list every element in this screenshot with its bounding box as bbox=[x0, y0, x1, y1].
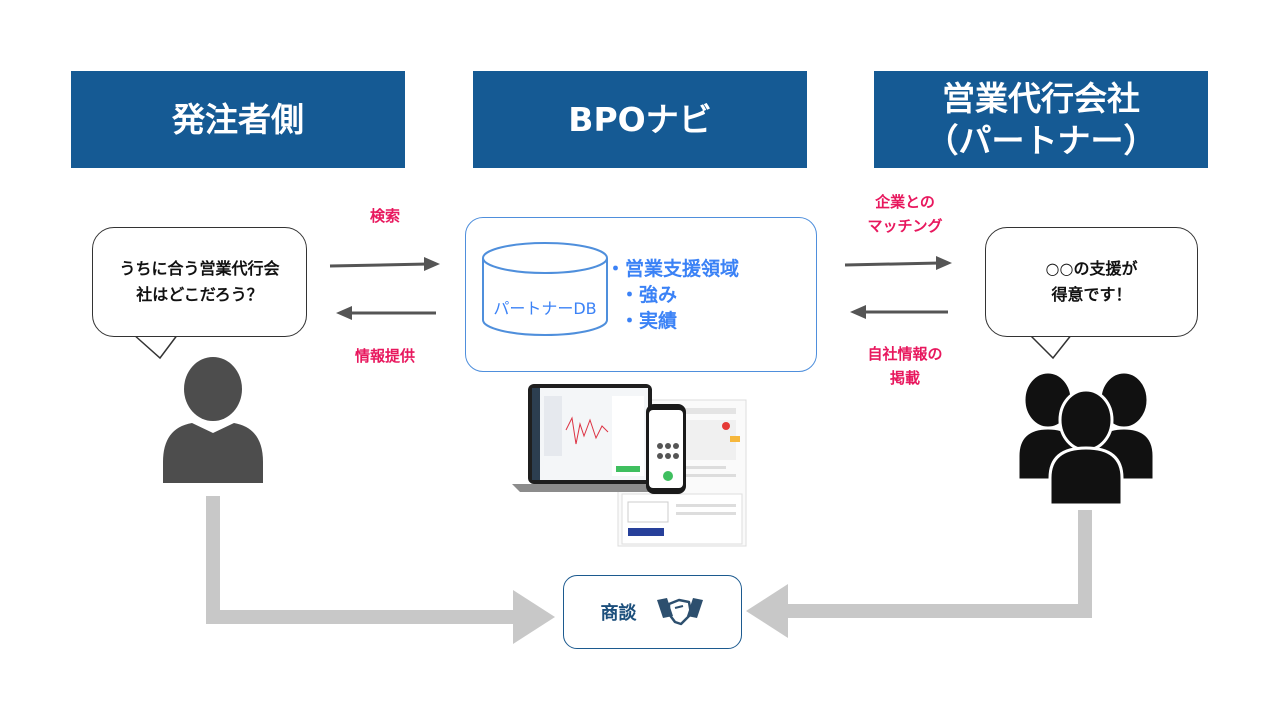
handshake-icon bbox=[656, 598, 703, 626]
header-partner: 営業代行会社 （パートナー） bbox=[874, 71, 1208, 168]
partner-bubble-text: ○○の支援が 得意です！ bbox=[1045, 259, 1138, 304]
partner-db-box bbox=[465, 217, 817, 372]
header-bpo-navi: BPOナビ bbox=[473, 71, 807, 168]
partner-speech-bubble: ○○の支援が 得意です！ bbox=[985, 227, 1198, 337]
meeting-label: 商談 bbox=[600, 603, 637, 624]
feature-item: ・営業支援領域 bbox=[606, 258, 740, 280]
feature-item: ・強み bbox=[620, 284, 678, 307]
client-speech-bubble: うちに合う営業代行会 社はどこだろう？ bbox=[92, 227, 307, 337]
label-search: 検索 bbox=[369, 207, 400, 225]
client-bubble-text: うちに合う営業代行会 社はどこだろう？ bbox=[119, 259, 280, 304]
label-info-provide: 情報提供 bbox=[354, 347, 415, 365]
label-listing: 自社情報の 掲載 bbox=[867, 345, 943, 387]
database-label: パートナーDB bbox=[493, 299, 597, 318]
header-client: 発注者側 bbox=[71, 71, 405, 168]
feature-item: ・実績 bbox=[620, 310, 678, 333]
label-matching: 企業との マッチング bbox=[867, 193, 943, 235]
database-features: ・営業支援領域 ・強み ・実績 bbox=[606, 256, 739, 335]
meeting-box: 商談 bbox=[563, 575, 742, 649]
